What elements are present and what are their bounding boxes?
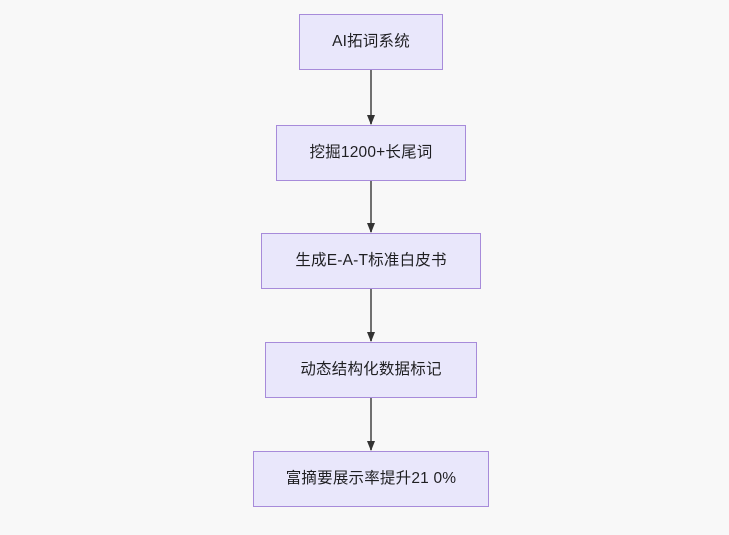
flow-node-ai-keyword-system[interactable]: AI拓词系统 [299,14,443,70]
flow-node-rich-snippet-impression-lift[interactable]: 富摘要展示率提升21 0% [253,451,489,507]
flow-node-generate-eat-whitepaper[interactable]: 生成E-A-T标准白皮书 [261,233,481,289]
flow-node-dynamic-structured-data-markup[interactable]: 动态结构化数据标记 [265,342,477,398]
flow-node-label: 富摘要展示率提升21 0% [285,470,457,488]
flow-node-mine-longtail-keywords[interactable]: 挖掘1200+长尾词 [276,125,466,181]
flow-node-label: 生成E-A-T标准白皮书 [295,252,447,270]
flow-node-label: 动态结构化数据标记 [300,361,442,379]
flow-node-label: AI拓词系统 [332,33,410,51]
flow-node-label: 挖掘1200+长尾词 [309,144,433,162]
